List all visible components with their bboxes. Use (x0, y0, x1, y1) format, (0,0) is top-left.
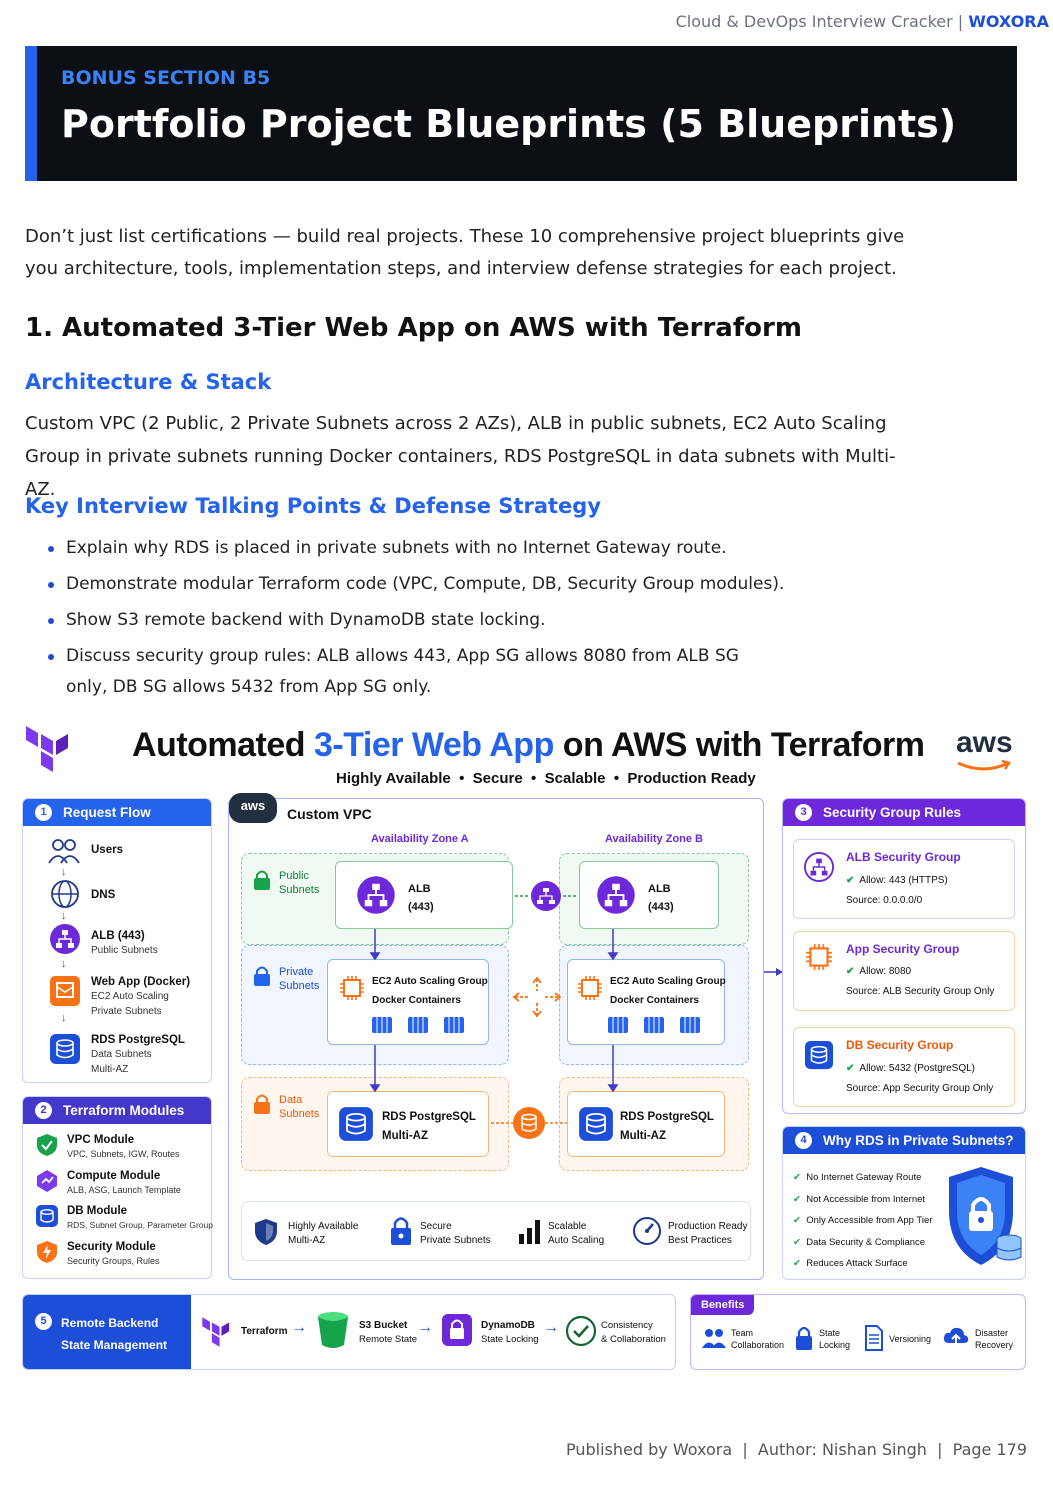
shield-lock-icon (949, 1167, 1022, 1265)
alb-box-a: ALB(443) (335, 861, 513, 929)
points-heading: Key Interview Talking Points & Defense S… (25, 494, 602, 518)
section-banner: BONUS SECTION B5 Portfolio Project Bluep… (25, 46, 1017, 181)
brand-name: WOXORA (968, 12, 1049, 31)
db-module-icon (36, 1205, 58, 1227)
project-title: 1. Automated 3-Tier Web App on AWS with … (25, 313, 802, 343)
chip-icon (340, 976, 364, 1000)
page-footer: Published by Woxora | Author: Nishan Sin… (565, 1440, 1027, 1459)
list-item: Demonstrate modular Terraform code (VPC,… (48, 569, 948, 600)
chip-icon (578, 976, 602, 1000)
az-a-label: Availability Zone A (371, 833, 469, 845)
gauge-icon (633, 1217, 661, 1245)
arrow-right-icon (764, 968, 783, 976)
running-header: Cloud & DevOps Interview Cracker | WOXOR… (675, 12, 1049, 31)
replication-icon (491, 1107, 567, 1139)
data-subnets-label: Data Subnets (279, 1094, 320, 1120)
document-icon (865, 1325, 883, 1351)
private-subnets-label: Private Subnets (279, 966, 320, 992)
load-balancer-icon (50, 924, 80, 954)
public-subnets-label: Public Subnets (279, 870, 320, 896)
diagram-title: Automated 3-Tier Web App on AWS with Ter… (132, 726, 925, 764)
terraform-icon (202, 1317, 230, 1347)
az-b-label: Availability Zone B (605, 833, 704, 845)
app-sg-box: App Security Group ✔ Allow: 8080 Source:… (793, 931, 1015, 1011)
compute-module-icon (37, 1170, 57, 1192)
lock-icon (391, 1217, 411, 1245)
section-eyebrow: BONUS SECTION B5 (61, 67, 271, 89)
s3-bucket-icon (318, 1312, 348, 1348)
shield-check-icon (37, 1134, 57, 1156)
intro-paragraph: Don’t just list certifications — build r… (25, 226, 905, 279)
why-rds-list: ✔ No Internet Gateway Route ✔ Not Access… (793, 1172, 933, 1269)
globe-icon (51, 880, 79, 908)
scale-arrows-icon (512, 976, 562, 1018)
aws-logo-icon: aws (956, 726, 1013, 759)
alb-box-b: ALB(443) (579, 861, 719, 929)
talking-points: Explain why RDS is placed in private sub… (48, 533, 948, 708)
users-icon (48, 839, 80, 864)
cloud-upload-icon (943, 1327, 969, 1347)
arch-heading: Architecture & Stack (25, 370, 272, 394)
list-item: Discuss security group rules: ALB allows… (48, 641, 748, 703)
arch-text: Custom VPC (2 Public, 2 Private Subnets … (25, 413, 896, 500)
alb-sg-box: ALB Security Group ✔ Allow: 443 (HTTPS) … (793, 839, 1015, 919)
bar-chart-icon (519, 1220, 540, 1244)
custom-vpc-card: aws Custom VPC Availability Zone A Avail… (228, 793, 764, 1280)
database-icon (804, 1040, 834, 1070)
list-item: Explain why RDS is placed in private sub… (48, 533, 948, 564)
aws-badge-icon: aws (229, 793, 277, 823)
lock-icon (254, 1094, 270, 1114)
database-icon (50, 1034, 80, 1064)
section-title: Portfolio Project Blueprints (5 Blueprin… (61, 102, 957, 146)
load-balancer-icon (804, 852, 834, 882)
dynamodb-lock-icon (442, 1314, 472, 1346)
database-icon (579, 1107, 613, 1141)
diagram-subtitle: Highly Available • Secure • Scalable • P… (336, 770, 756, 787)
benefits-header: Benefits (691, 1295, 755, 1315)
lock-icon (254, 870, 270, 890)
architecture-diagram: Automated 3-Tier Web App on AWS with Ter… (22, 716, 1028, 1376)
shield-icon (255, 1219, 277, 1245)
chip-icon (806, 944, 832, 970)
container-icons (372, 1014, 472, 1041)
database-icon (339, 1107, 373, 1141)
lock-icon (254, 966, 270, 986)
vpc-title: Custom VPC (287, 806, 372, 822)
az-link-lb-icon (515, 881, 577, 911)
load-balancer-icon (597, 876, 635, 914)
security-module-icon (37, 1241, 57, 1263)
load-balancer-icon (357, 876, 395, 914)
db-sg-box: DB Security Group ✔ Allow: 5432 (Postgre… (793, 1027, 1015, 1107)
list-item: Show S3 remote backend with DynamoDB sta… (48, 605, 948, 636)
check-circle-icon (565, 1315, 597, 1347)
container-icons (608, 1014, 708, 1041)
web-app-icon (50, 976, 80, 1006)
aws-smile-icon (957, 760, 1011, 771)
terraform-logo-icon (26, 726, 68, 772)
lock-icon (796, 1326, 812, 1350)
team-icon (702, 1329, 726, 1348)
